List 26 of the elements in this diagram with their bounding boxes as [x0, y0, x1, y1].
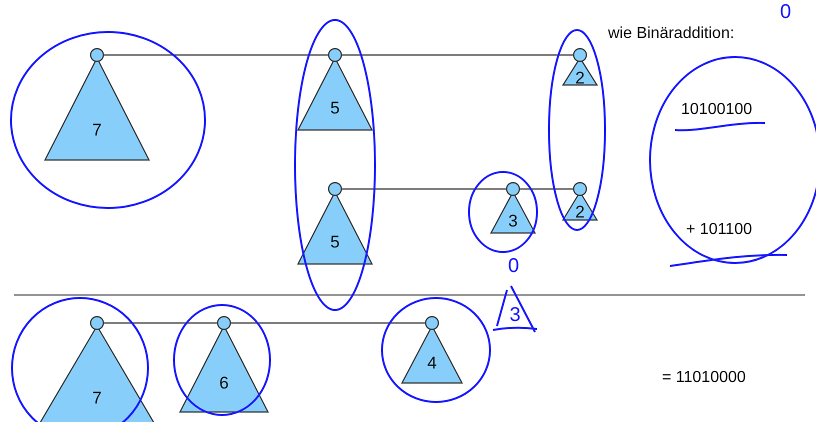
- connector-line: [104, 322, 217, 324]
- tree-rank-number: 7: [92, 390, 102, 406]
- tree-rank-number: 5: [330, 234, 340, 250]
- tree-rank-number: 2: [575, 70, 585, 86]
- heading-text: wie Binäraddition:: [608, 26, 734, 42]
- binary-number: 10100100: [681, 102, 752, 118]
- handwritten-digit: 0: [508, 256, 520, 276]
- tree-rank-number: 7: [92, 122, 102, 138]
- binomial-tree: [402, 316, 462, 383]
- handwritten-digit: 0: [780, 2, 792, 22]
- binomial-tree: [491, 182, 535, 233]
- tree-rank-number: 4: [427, 354, 437, 372]
- connector-line: [520, 188, 573, 190]
- tree-rank-number: 3: [508, 212, 518, 230]
- tree-rank-number: 5: [330, 100, 340, 116]
- tree-rank-number: 2: [575, 204, 585, 220]
- tree-rank-number: 6: [219, 374, 229, 392]
- connector-line: [231, 322, 425, 324]
- connector-line: [342, 54, 573, 56]
- binary-sum: = 11010000: [662, 370, 746, 386]
- binomial-tree: [563, 48, 597, 85]
- handwritten-number: 3: [509, 305, 521, 325]
- connector-line: [104, 54, 328, 56]
- connector-line: [342, 188, 506, 190]
- binary-number: + 101100: [686, 222, 752, 238]
- binomial-tree: [563, 182, 597, 220]
